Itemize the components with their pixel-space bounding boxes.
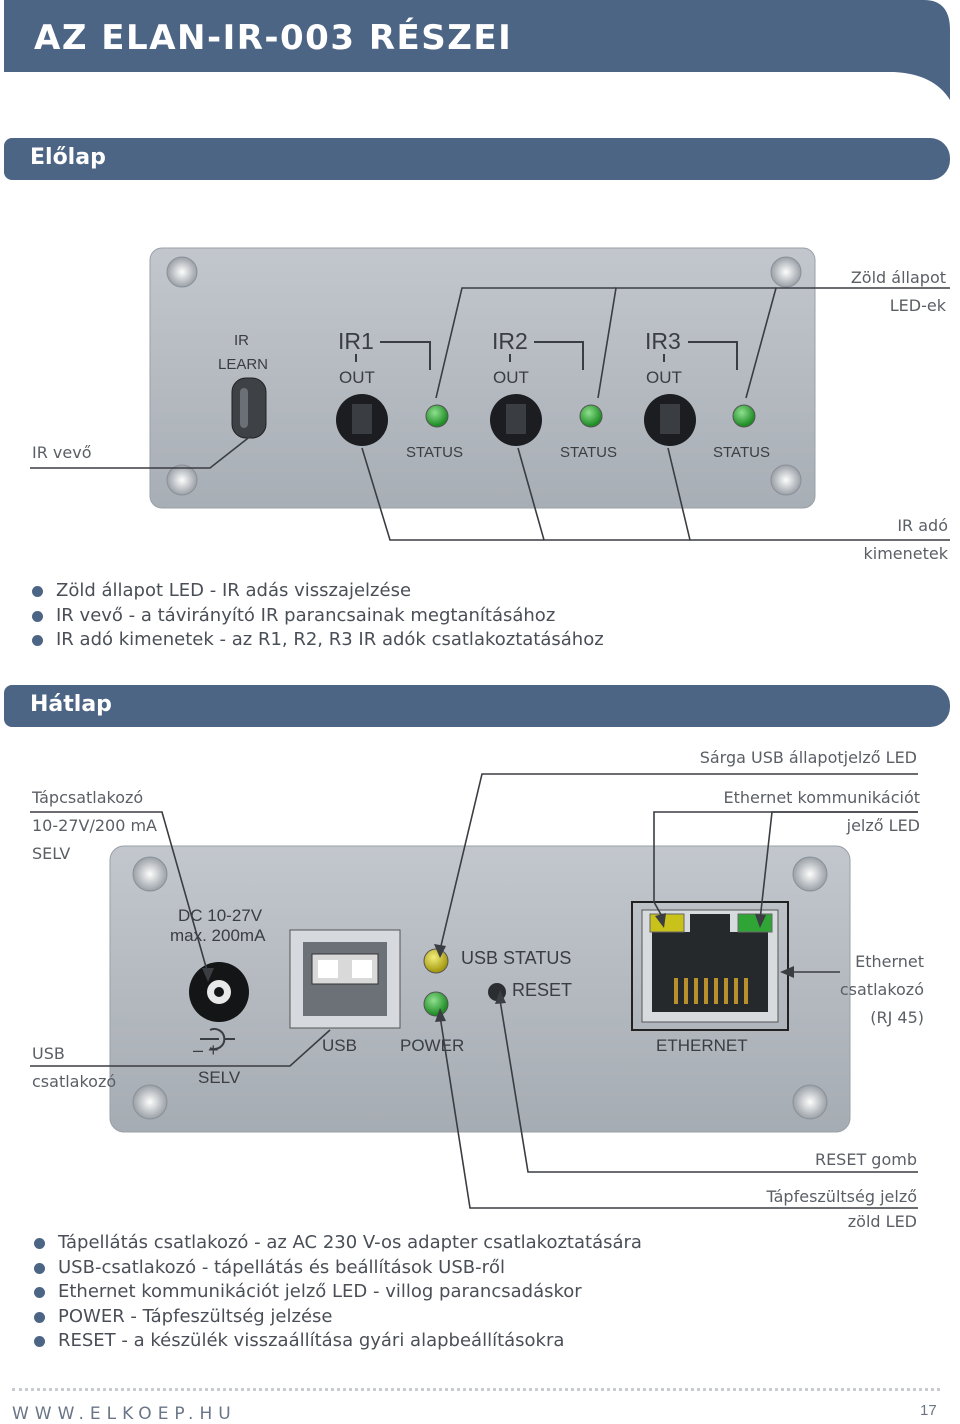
callout-line: Ethernet — [855, 952, 924, 971]
callout-line: Zöld állapot — [850, 268, 946, 287]
ethernet-label: ETHERNET — [656, 1036, 748, 1055]
status-led-icon — [425, 404, 756, 428]
callout-eth-connector: Ethernet csatlakozó (RJ 45) — [840, 948, 924, 1032]
power-led-icon — [423, 991, 449, 1017]
callout-line: USB — [32, 1044, 65, 1063]
callout-power-connector: Tápcsatlakozó 10-27V/200 mA SELV — [32, 784, 157, 868]
selv-label: SELV — [198, 1068, 241, 1087]
list-item: Zöld állapot LED - IR adás visszajelzése — [32, 579, 604, 604]
callout-line: csatlakozó — [839, 980, 924, 999]
bullet-icon — [34, 1336, 45, 1347]
callout-line: 10-27V/200 mA — [32, 816, 157, 835]
dc-label: DC 10-27V — [178, 906, 263, 925]
bullet-icon — [34, 1238, 45, 1249]
ir-out-jack-icon — [336, 394, 696, 446]
usb-label: USB — [322, 1036, 357, 1055]
callout-line: Tápcsatlakozó — [32, 788, 144, 807]
back-bullet-list: Tápellátás csatlakozó - az AC 230 V-os a… — [34, 1231, 642, 1354]
section-title-front: Előlap — [30, 145, 106, 170]
list-item: IR adó kimenetek - az R1, R2, R3 IR adók… — [32, 628, 604, 653]
list-item: IR vevő - a távirányító IR parancsainak … — [32, 604, 604, 629]
callout-line: LED-ek — [889, 296, 946, 315]
list-item: USB-csatlakozó - tápellátás és beállítás… — [34, 1256, 642, 1281]
channel-name: IR2 — [492, 328, 528, 354]
callout-power-led: Tápfeszültség jelző zöld LED — [767, 1184, 918, 1234]
callout-ir-receiver: IR vevő — [32, 443, 92, 462]
title-banner — [4, 0, 950, 100]
callout-line: Ethernet kommunikációt — [723, 788, 920, 807]
front-bullet-list: Zöld állapot LED - IR adás visszajelzése… — [32, 579, 604, 653]
page-title: AZ ELAN-IR-003 RÉSZEI — [34, 18, 513, 58]
list-item: Tápellátás csatlakozó - az AC 230 V-os a… — [34, 1231, 642, 1256]
channel-status-label: STATUS — [406, 444, 463, 461]
ir-learn-label: IR — [234, 332, 249, 349]
channel-out-label: OUT — [646, 368, 682, 387]
callout-line: (RJ 45) — [870, 1008, 924, 1027]
list-item: Ethernet kommunikációt jelző LED - villo… — [34, 1280, 642, 1305]
callout-line: csatlakozó — [32, 1072, 117, 1091]
dc-label: max. 200mA — [170, 926, 266, 945]
bullet-icon — [34, 1311, 45, 1323]
callout-usb-connector: USB csatlakozó — [32, 1040, 116, 1096]
section-title-back: Hátlap — [30, 692, 112, 717]
ir-learn-label: LEARN — [218, 356, 269, 373]
usb-status-led-icon — [423, 948, 449, 974]
reset-label: RESET — [512, 980, 573, 1000]
callout-usb-led: Sárga USB állapotjelző LED — [699, 748, 917, 767]
channel-out-label: OUT — [493, 368, 529, 387]
bullet-icon — [34, 1287, 45, 1298]
bullet-icon — [32, 610, 43, 622]
section-bar-back — [4, 685, 950, 727]
dc-jack-icon — [189, 962, 249, 1022]
rj45-port-icon — [631, 901, 789, 1031]
bullet-icon — [32, 635, 43, 646]
power-label: POWER — [400, 1036, 465, 1055]
screw-icon — [166, 256, 802, 496]
front-panel-illustration — [30, 247, 950, 541]
callout-line: zöld LED — [847, 1212, 917, 1231]
channel-name: IR1 — [338, 328, 374, 354]
screw-icon — [132, 856, 828, 1120]
callout-line: Tápfeszültség jelző — [766, 1187, 918, 1206]
page-number: 17 — [920, 1402, 937, 1419]
channel-out-label: OUT — [339, 368, 375, 387]
callout-line: IR adó — [897, 516, 948, 535]
channel-name: IR3 — [645, 328, 681, 354]
section-bar-front — [4, 138, 950, 180]
back-panel-illustration — [30, 773, 918, 1209]
callout-reset-button: RESET gomb — [814, 1150, 917, 1169]
callout-ir-outputs: IR adó kimenetek — [863, 512, 948, 568]
bullet-icon — [32, 586, 43, 597]
callout-eth-led: Ethernet kommunikációt jelző LED — [724, 784, 920, 840]
footer-url: WWW.ELKOEP.HU — [12, 1404, 237, 1424]
callout-line: jelző LED — [846, 816, 920, 835]
callout-line: SELV — [32, 844, 71, 863]
usb-status-label: USB STATUS — [461, 948, 572, 968]
callout-green-led: Zöld állapot LED-ek — [851, 264, 946, 320]
callout-line: kimenetek — [863, 544, 948, 563]
list-item: RESET - a készülék visszaállítása gyári … — [34, 1329, 642, 1354]
polarity-label: – + — [193, 1040, 219, 1060]
bullet-icon — [34, 1262, 45, 1274]
channel-status-label: STATUS — [713, 444, 770, 461]
channel-status-label: STATUS — [560, 444, 617, 461]
footer-divider — [12, 1388, 940, 1391]
list-item: POWER - Tápfeszültség jelzése — [34, 1305, 642, 1330]
